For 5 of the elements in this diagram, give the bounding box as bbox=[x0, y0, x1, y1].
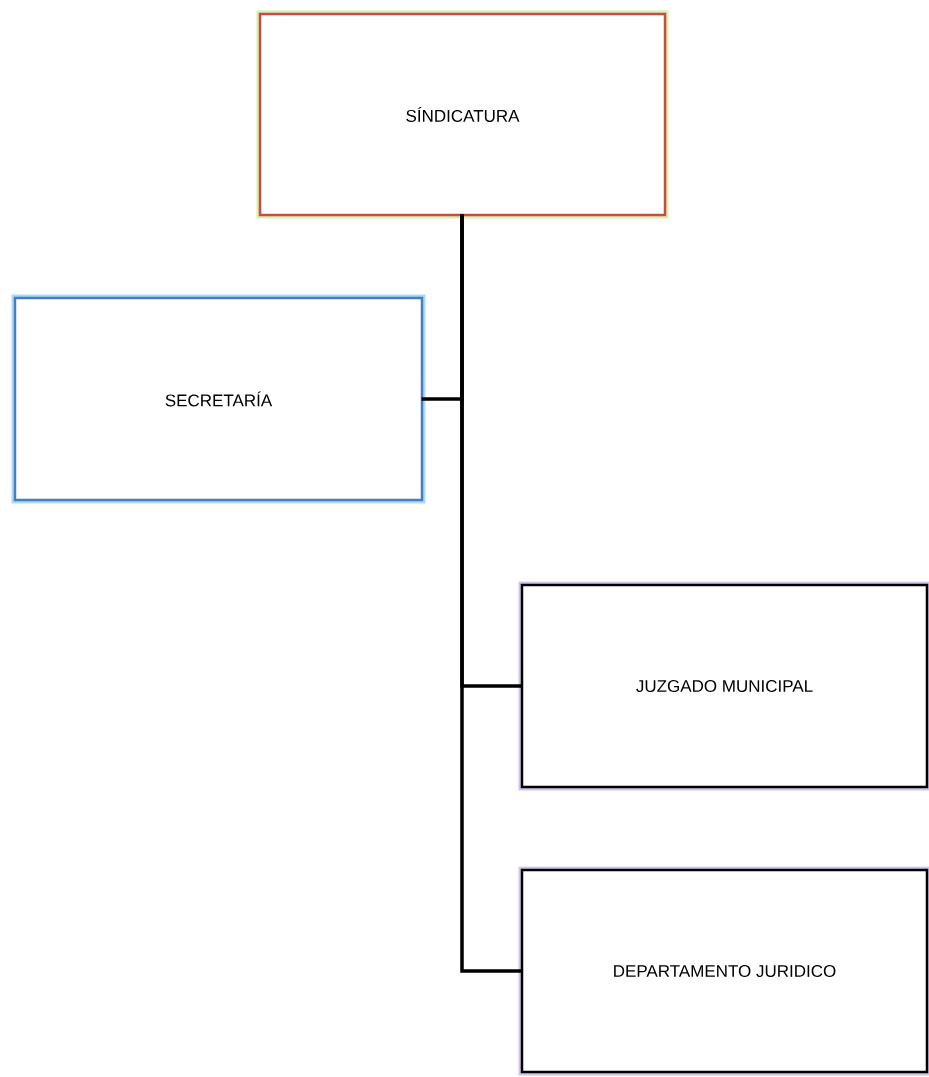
org-box: SÍNDICATURA bbox=[256, 10, 669, 219]
org-box: DEPARTAMENTO JURIDICO bbox=[518, 866, 929, 1076]
org-box: JUZGADO MUNICIPAL bbox=[518, 581, 929, 791]
org-box: SECRETARÍA bbox=[11, 294, 426, 504]
connector-line bbox=[460, 214, 523, 973]
